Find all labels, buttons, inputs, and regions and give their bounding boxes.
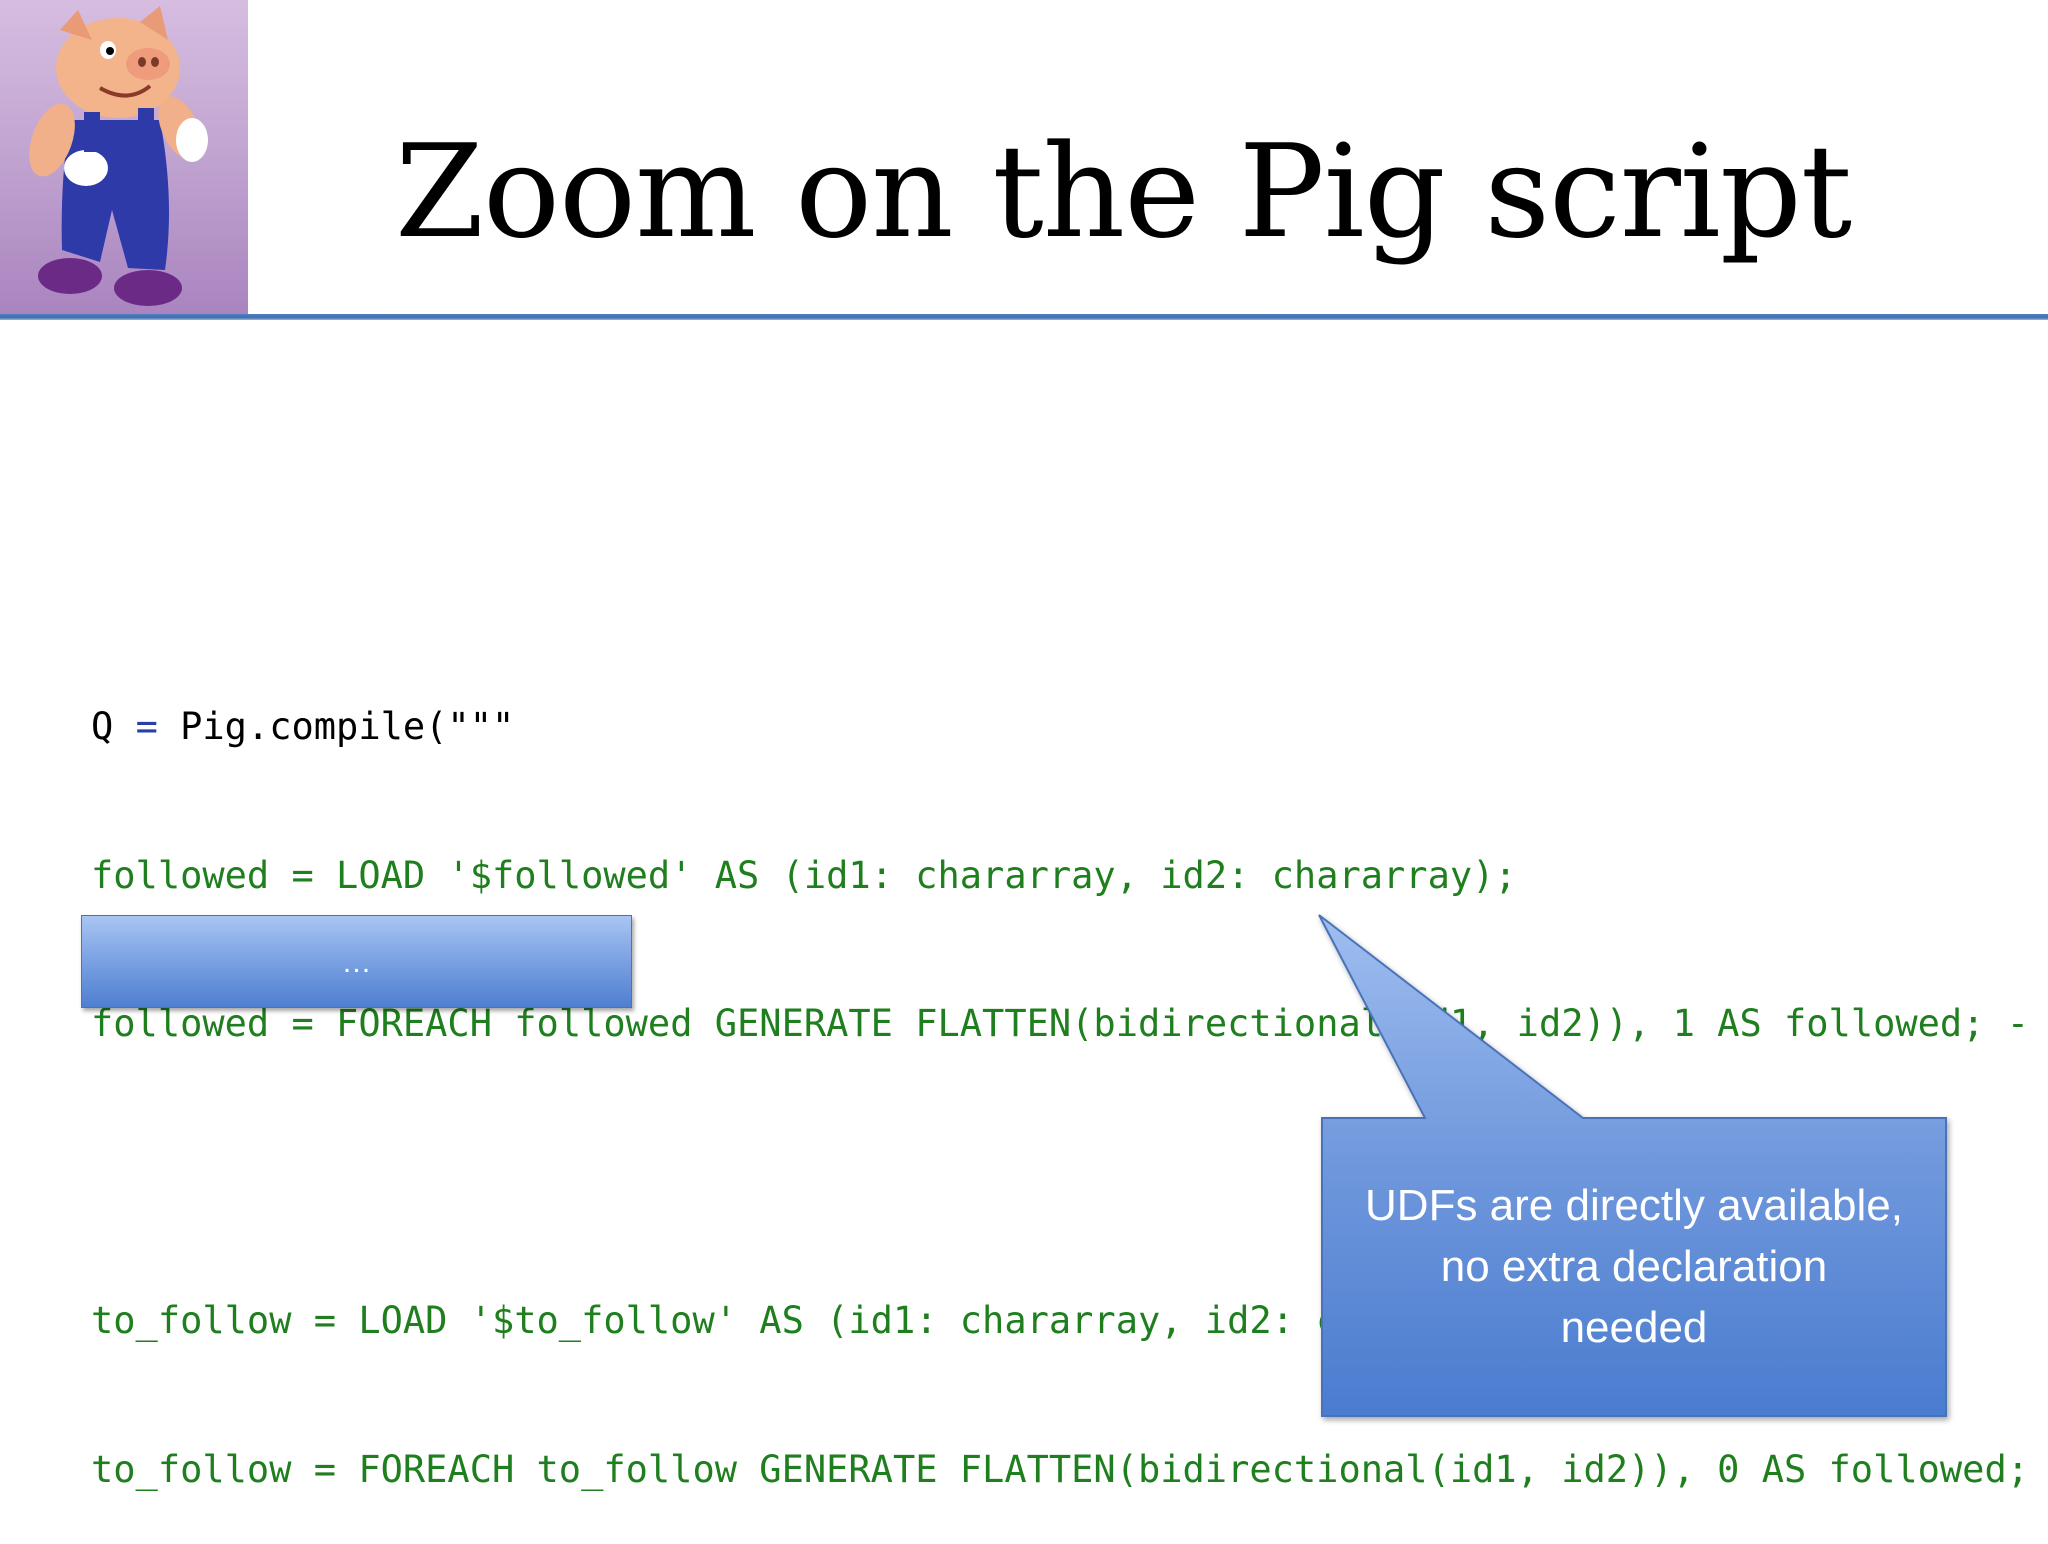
code-rest: Pig.compile(""" [157, 705, 515, 748]
ellipsis-box: … [81, 915, 632, 1008]
code-lhs: to_follow [91, 1299, 292, 1342]
code-lhs: followed [91, 1002, 270, 1045]
udf-callout-text: UDFs are directly available, no extra de… [1322, 1175, 1946, 1358]
code-equals: = [313, 1299, 337, 1342]
pig-logo [0, 0, 248, 316]
code-line: Q = Pig.compile(""" [91, 702, 2029, 752]
code-equals: = [291, 853, 314, 897]
code-rest: LOAD '$followed' AS (id1: chararray, id2… [313, 853, 1517, 897]
code-rest: FOREACH followed GENERATE FLATTEN(bidire… [313, 1002, 2030, 1045]
code-line: followed = LOAD '$followed' AS (id1: cha… [91, 851, 2029, 901]
code-line: to_follow = FOREACH to_follow GENERATE F… [91, 1445, 2029, 1495]
callout-line: UDFs are directly available, [1365, 1181, 1903, 1230]
code-lhs: Q [91, 705, 114, 748]
callout-line: needed [1560, 1303, 1708, 1352]
slide-title: Zoom on the Pig script [395, 118, 1852, 267]
code-rest: FOREACH to_follow GENERATE FLATTEN(bidir… [336, 1447, 2030, 1491]
code-equals: = [135, 705, 158, 748]
code-equals: = [313, 1447, 337, 1491]
code-equals: = [291, 1002, 314, 1045]
pig-code-block: Q = Pig.compile(""" followed = LOAD '$fo… [91, 603, 2029, 1544]
code-lhs: to_follow [91, 1447, 292, 1491]
header-divider [0, 314, 2048, 320]
code-lhs: followed [91, 853, 270, 897]
pig-mascot-icon [29, 6, 208, 306]
callout-line: no extra declaration [1440, 1242, 1828, 1291]
